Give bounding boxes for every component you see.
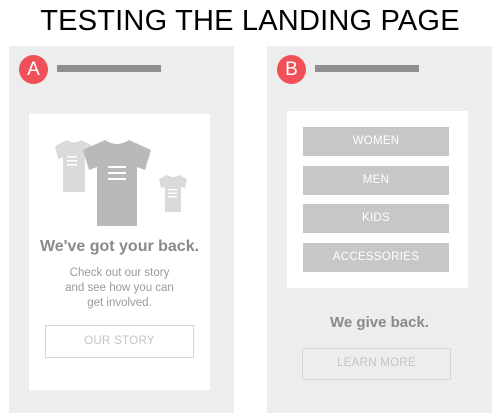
tshirts-icon [55, 140, 187, 226]
hero-body-line: and see how you can [65, 282, 174, 294]
our-story-button[interactable]: OUR STORY [45, 325, 194, 358]
hero-body-line: Check out our story [69, 267, 170, 279]
hero-headline: We've got your back. [39, 238, 200, 255]
hero-body-text: Check out our story and see how you can … [49, 266, 190, 311]
tagline: We give back. [330, 314, 429, 331]
category-women-button[interactable]: WOMEN [303, 127, 449, 156]
variant-b-panel: B WOMEN MEN KIDS ACCESSORIES We give bac… [267, 46, 492, 413]
category-men-button[interactable]: MEN [303, 166, 449, 195]
hero-body-line: get involved. [87, 297, 152, 309]
page-title: TESTING THE LANDING PAGE [40, 5, 460, 37]
hero-card: We've got your back. Check out our story… [29, 114, 210, 390]
variant-b-badge: B [277, 55, 306, 84]
variant-a-badge: A [19, 55, 48, 84]
header-placeholder-bar [57, 65, 161, 72]
variant-a-panel: A We've got your back. Check out our sto… [9, 46, 234, 413]
category-card: WOMEN MEN KIDS ACCESSORIES [287, 111, 468, 288]
header-placeholder-bar [315, 65, 419, 72]
learn-more-button[interactable]: LEARN MORE [302, 348, 451, 380]
category-kids-button[interactable]: KIDS [303, 204, 449, 233]
category-accessories-button[interactable]: ACCESSORIES [303, 243, 449, 272]
